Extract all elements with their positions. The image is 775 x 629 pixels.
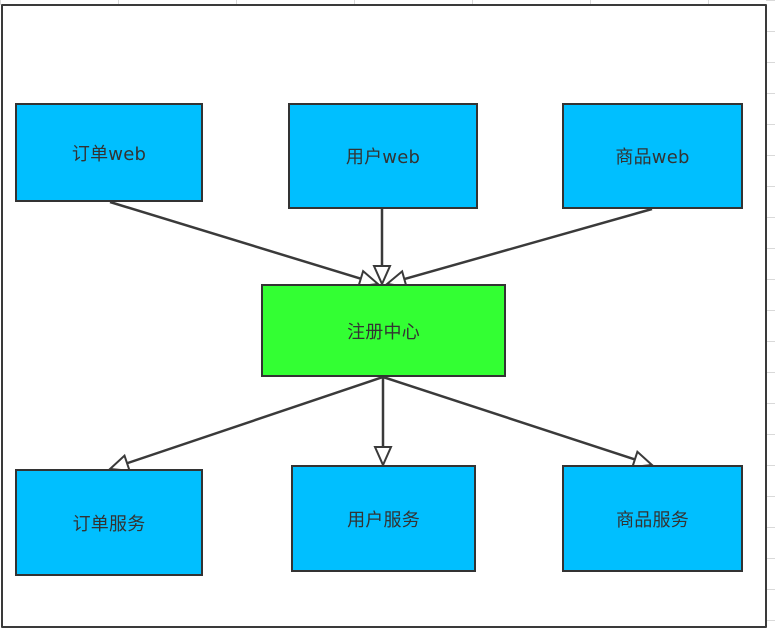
user-web-node[interactable]: 用户web — [288, 103, 478, 209]
edge-registry-to-goods-service — [382, 375, 655, 469]
order-web-label: 订单web — [71, 143, 147, 165]
arrowhead-icon — [372, 265, 392, 287]
edge-registry-to-user-service — [373, 377, 393, 468]
arrowhead-icon — [373, 446, 393, 468]
registry-center-node[interactable]: 注册中心 — [261, 284, 506, 377]
edge-goods-web-to-registry — [384, 207, 653, 289]
edge-user-web-to-registry — [372, 209, 392, 287]
order-web-node[interactable]: 订单web — [15, 103, 203, 202]
order-service-node[interactable]: 订单服务 — [15, 469, 203, 576]
goods-web-label: 商品web — [615, 147, 690, 168]
edge-registry-to-order-service — [107, 375, 384, 472]
goods-service-node[interactable]: 商品服务 — [562, 465, 743, 572]
sheet-grid-right — [766, 0, 775, 629]
user-service-label: 用户服务 — [347, 509, 420, 531]
user-service-node[interactable]: 用户服务 — [291, 465, 476, 572]
edge-order-web-to-registry — [109, 200, 381, 288]
sheet-grid-top — [0, 0, 775, 5]
user-web-label: 用户web — [345, 147, 421, 168]
order-service-label: 订单服务 — [72, 513, 146, 535]
goods-service-label: 商品服务 — [616, 509, 689, 531]
registry-center-label: 注册中心 — [347, 321, 420, 343]
goods-web-node[interactable]: 商品web — [562, 103, 743, 209]
